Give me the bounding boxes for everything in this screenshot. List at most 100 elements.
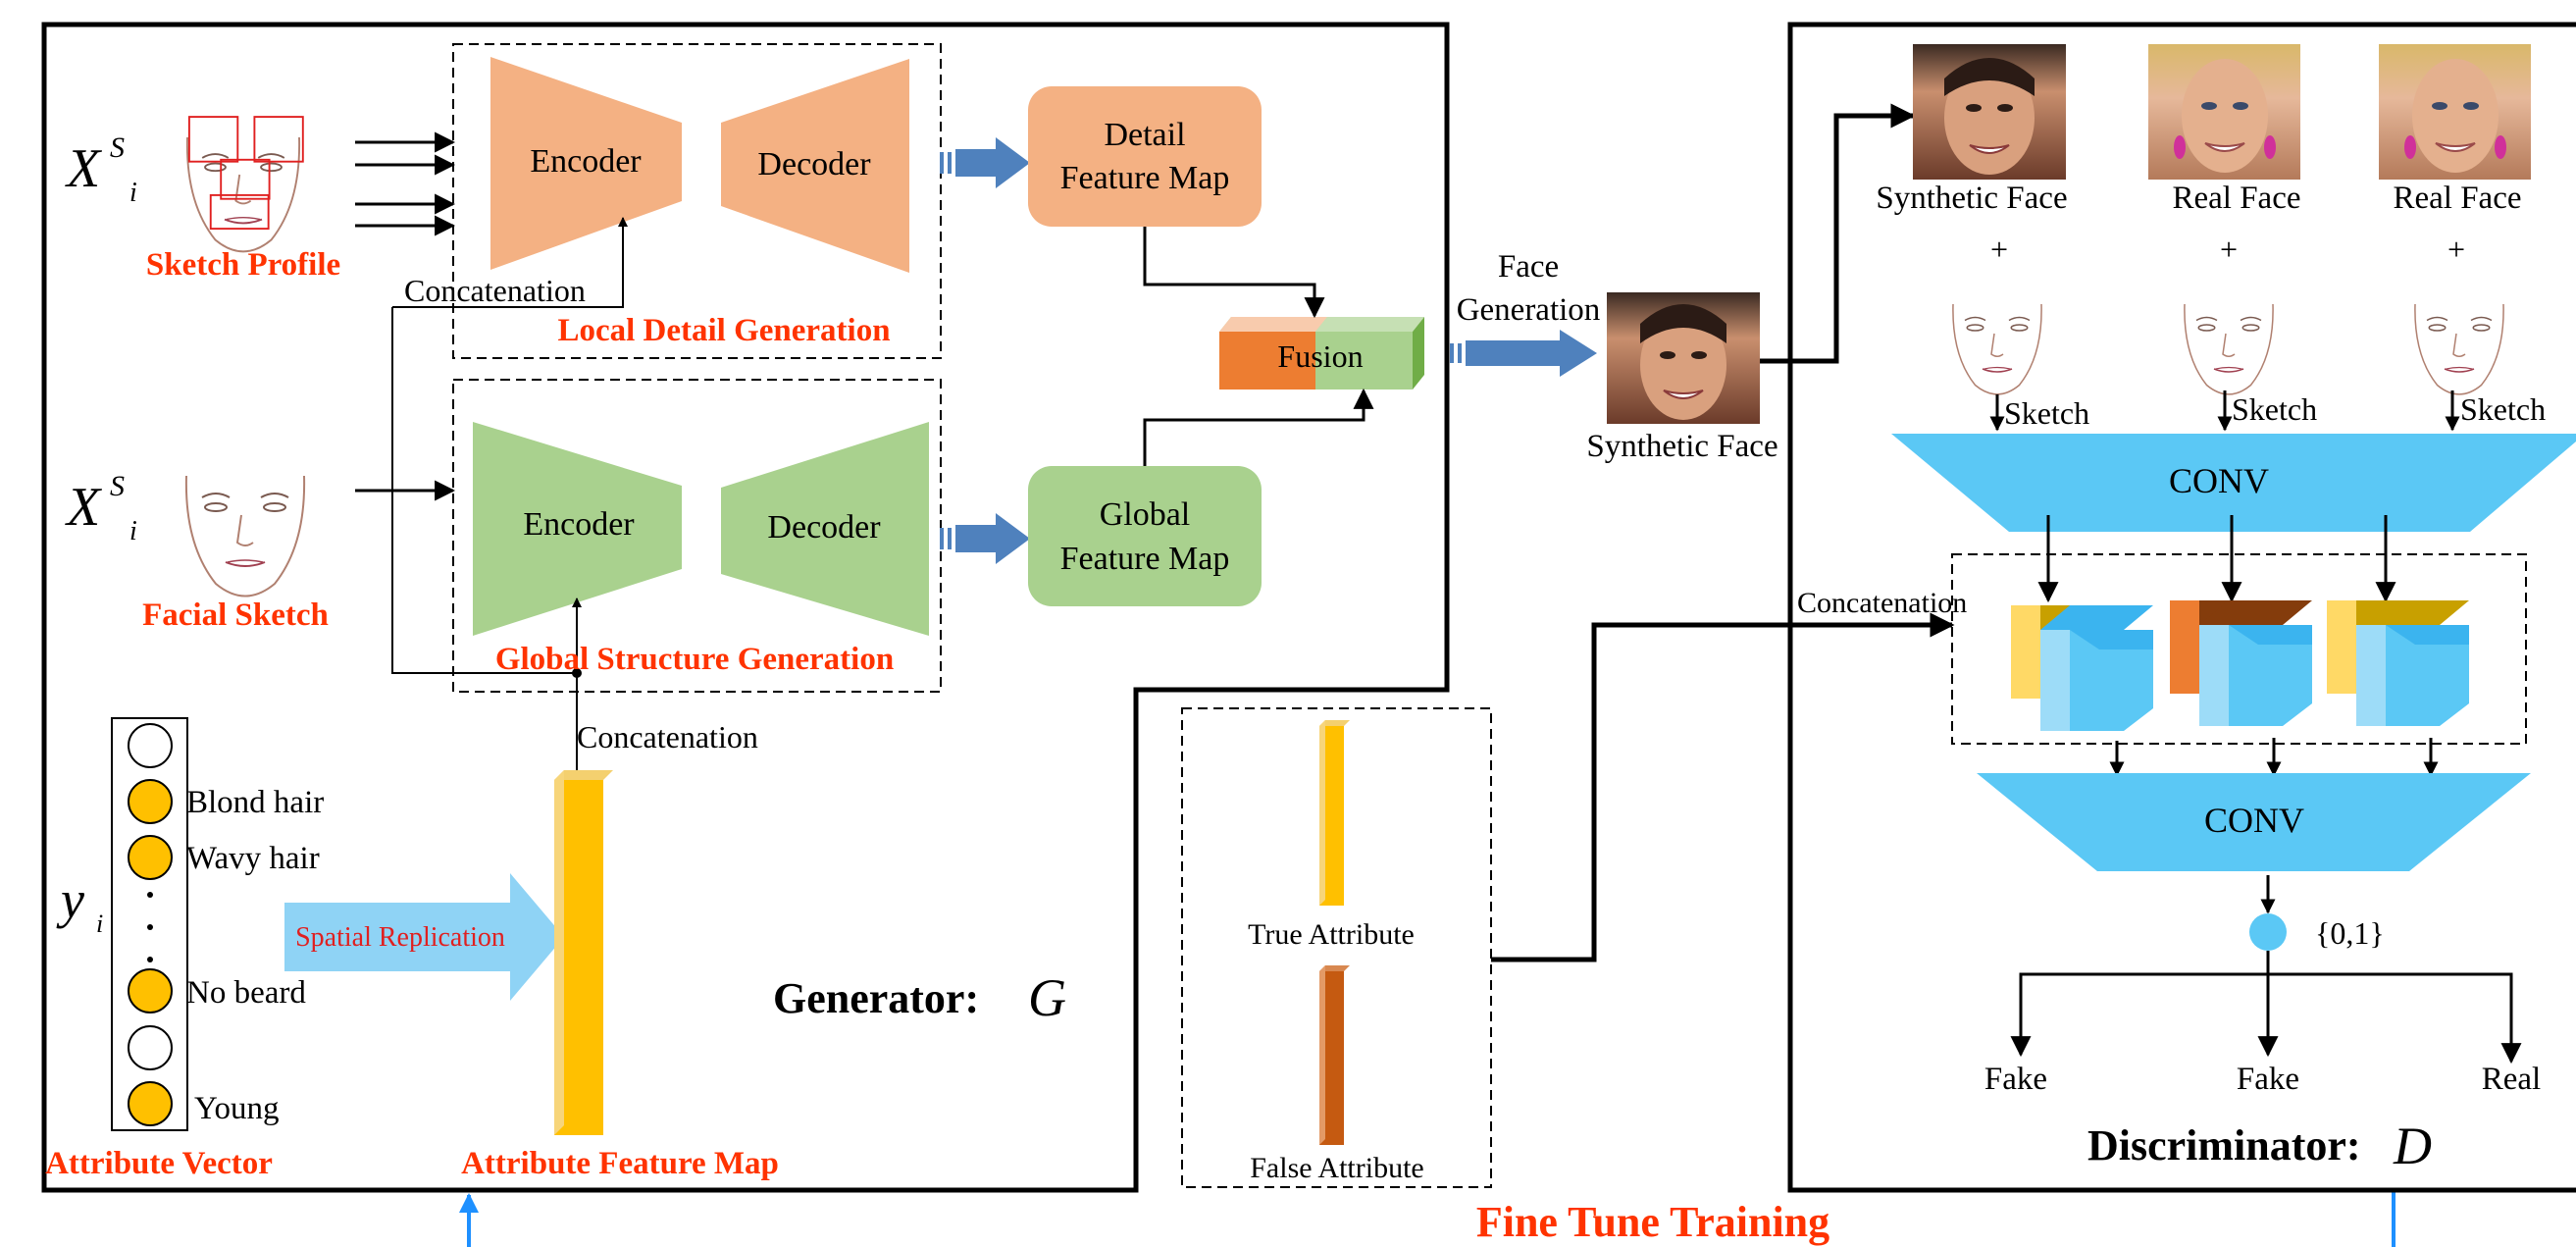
- attribute-vector-box: [111, 717, 188, 1131]
- svg-text:G: G: [1028, 968, 1066, 1027]
- binary-label: {0,1}: [2315, 915, 2385, 951]
- attribute-feature-map: [554, 770, 613, 1135]
- disc-synthetic-face-image: [1913, 44, 2066, 180]
- fine-tune-label: Fine Tune Training: [1476, 1198, 1829, 1246]
- attribute-circle-blond: [128, 779, 173, 824]
- svg-text:X: X: [65, 477, 103, 538]
- disc-face-label-2: Real Face: [2172, 181, 2300, 216]
- synthetic-to-discriminator-arrow: [1760, 103, 1916, 364]
- global-to-fusion-arrow: [1143, 388, 1374, 466]
- spatial-replication-label: Spatial Replication: [295, 922, 505, 953]
- output-label-real: Real: [2482, 1062, 2541, 1097]
- sketch-label-1: Sketch: [2004, 395, 2089, 431]
- facial-sketch-image: [184, 475, 306, 598]
- concat-line-left: [391, 307, 577, 674]
- output-node: [2249, 913, 2287, 951]
- local-decoder: [721, 59, 909, 273]
- output-label-fake-2: Fake: [2237, 1062, 2299, 1097]
- global-encoder-label: Encoder: [523, 506, 635, 543]
- attribute-wavy: Wavy hair: [186, 841, 320, 876]
- sketch-input-symbol: X S i: [65, 131, 137, 208]
- attribute-circle-empty-2: [128, 1025, 173, 1070]
- output-to-real: [2268, 972, 2522, 1065]
- cube-1: [2011, 605, 2153, 731]
- fusion-green: [1315, 317, 1424, 390]
- detail-feature-map-line2: Feature Map: [1060, 160, 1230, 196]
- attribute-symbol: y i: [56, 870, 103, 938]
- disc-real-face-image-1: [2148, 44, 2300, 180]
- global-decoder-label: Decoder: [767, 509, 881, 546]
- global-decoder: [721, 422, 929, 636]
- detail-to-fusion-arrow: [1143, 227, 1325, 319]
- output-to-fake-1: [2010, 951, 2270, 1058]
- plus-1: +: [1990, 232, 2008, 267]
- svg-text:D: D: [2393, 1117, 2432, 1175]
- plus-2: +: [2220, 232, 2238, 267]
- global-feature-map-line1: Global: [1100, 496, 1191, 533]
- concatenation-label-top: Concatenation: [404, 273, 586, 308]
- conv-block-1: [1891, 434, 2576, 532]
- global-feature-map: [1028, 466, 1262, 606]
- attribute-feature-map-label: Attribute Feature Map: [461, 1146, 779, 1181]
- attribute-vector-label: Attribute Vector: [45, 1146, 273, 1181]
- facial-sketch-label: Facial Sketch: [142, 598, 329, 633]
- conv-label-2: CONV: [2204, 801, 2304, 840]
- attribute-young: Young: [194, 1091, 280, 1126]
- facial-sketch-symbol: X S i: [65, 470, 137, 546]
- attribute-circle-nobeard: [128, 968, 173, 1013]
- svg-text:y: y: [56, 870, 84, 929]
- local-encoder: [490, 57, 682, 270]
- face-generation-arrow: [1450, 330, 1597, 377]
- local-to-detail-arrow: [940, 137, 1030, 188]
- fusion-label: Fusion: [1277, 338, 1363, 374]
- cube-3: [2327, 600, 2469, 726]
- generator-frame: [41, 22, 1450, 1193]
- true-attribute-bar: [1319, 720, 1350, 906]
- disc-sketch-3: [2414, 303, 2504, 395]
- face-generation-line1: Face: [1498, 249, 1559, 285]
- svg-text:i: i: [96, 909, 103, 938]
- attribute-circle-wavy: [128, 835, 173, 880]
- true-attribute-label: True Attribute: [1248, 918, 1415, 951]
- conv-block-2: [1977, 773, 2531, 871]
- local-encoder-label: Encoder: [530, 143, 642, 180]
- disc-sketch-2: [2184, 303, 2274, 395]
- svg-text:S: S: [110, 470, 125, 502]
- spatial-replication-arrow: [284, 873, 564, 1001]
- synthetic-face-image: [1607, 292, 1760, 424]
- synthetic-face-label: Synthetic Face: [1586, 429, 1777, 464]
- global-structure-label: Global Structure Generation: [495, 642, 894, 677]
- attribute-to-concat-arrow: [1491, 612, 1955, 962]
- svg-text:X: X: [65, 138, 103, 199]
- disc-sketch-1: [1952, 303, 2042, 395]
- face-generation-line2: Generation: [1457, 292, 1601, 328]
- detail-feature-map: [1028, 86, 1262, 227]
- sketch-label-2: Sketch: [2232, 391, 2317, 427]
- local-decoder-label: Decoder: [757, 146, 871, 182]
- false-attribute-bar: [1319, 965, 1350, 1145]
- sketch-profile-image: [185, 116, 304, 253]
- discriminator-title: Discriminator: D: [2087, 1117, 2432, 1175]
- global-feature-map-line2: Feature Map: [1060, 541, 1230, 577]
- svg-text:Discriminator:: Discriminator:: [2087, 1121, 2361, 1169]
- generator-title: Generator: G: [773, 968, 1066, 1027]
- attribute-circle-young: [128, 1081, 173, 1126]
- concat-box: [1951, 553, 2527, 745]
- detail-feature-map-line1: Detail: [1104, 117, 1185, 153]
- disc-face-label-1: Synthetic Face: [1876, 181, 2067, 216]
- concatenation-label-bottom: Concatenation: [577, 719, 758, 754]
- attribute-circle-empty-1: [128, 723, 173, 768]
- attribute-nobeard: No beard: [186, 975, 306, 1011]
- disc-face-label-3: Real Face: [2393, 181, 2521, 216]
- attribute-pair-box: [1181, 707, 1492, 1188]
- concatenation-label-disc: Concatenation: [1797, 587, 1967, 619]
- disc-real-face-image-2: [2379, 44, 2531, 180]
- svg-text:S: S: [110, 131, 125, 164]
- sketch-profile-label: Sketch Profile: [146, 247, 340, 283]
- output-label-fake-1: Fake: [1984, 1062, 2047, 1097]
- local-detail-label: Local Detail Generation: [557, 313, 890, 348]
- discriminator-frame: [1787, 22, 2576, 1193]
- plus-3: +: [2447, 232, 2465, 267]
- sketch-label-3: Sketch: [2460, 391, 2546, 427]
